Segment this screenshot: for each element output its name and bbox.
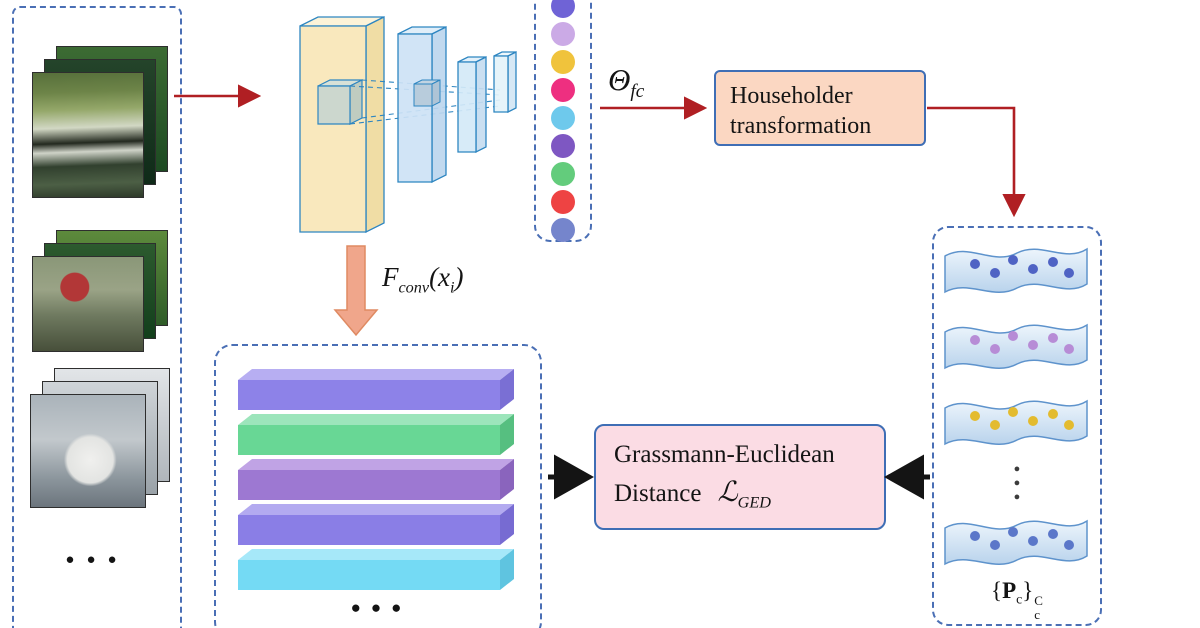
ged-line1: Grassmann-Euclidean: [614, 441, 835, 468]
subspace-manifold-3: [944, 399, 1088, 446]
cnn-input-layer: [299, 15, 385, 234]
class-sample-dots: [970, 331, 1074, 354]
theta-subscript: fc: [630, 81, 645, 103]
subspace-manifold-4: [944, 519, 1088, 566]
ged-line2: Distance ℒGED: [614, 475, 884, 513]
fconv-isub: i: [450, 278, 455, 297]
subspace-ellipsis: ●●●: [1013, 463, 1021, 503]
input-images-panel: ●●●: [12, 6, 182, 628]
feature-bar: [238, 414, 514, 455]
householder-line2: transformation: [730, 113, 872, 139]
feature-dot: [551, 218, 575, 242]
feature-vector-panel: [534, 0, 592, 242]
feature-dot: [551, 134, 575, 158]
feature-dot: [551, 162, 575, 186]
pc-close: }: [1022, 578, 1034, 603]
fconv-block-arrow: [333, 245, 379, 337]
theta-fc-label: Θfc: [608, 62, 644, 103]
feature-dot: [551, 190, 575, 214]
input-photo: [32, 256, 144, 352]
feature-dot: [551, 0, 575, 18]
fconv-open: (x: [429, 262, 451, 292]
subspace-manifold-2: [944, 323, 1088, 370]
fconv-f: F: [382, 262, 399, 292]
feature-dot: [551, 22, 575, 46]
cnn-conv-layer-3: [493, 50, 517, 114]
fconv-sub: conv: [398, 278, 430, 297]
feature-bar: [238, 459, 514, 500]
pc-sub: c: [1034, 606, 1041, 622]
ged-loss-symbol: ℒGED: [717, 477, 771, 512]
subspace-manifold-1: [944, 247, 1088, 294]
feature-bar: [238, 369, 514, 410]
feature-dot: [551, 106, 575, 130]
pc-open: {: [991, 578, 1003, 603]
conv-features-panel: ●●●: [214, 344, 542, 628]
class-sample-dots: [970, 407, 1074, 430]
feature-bars: [238, 369, 514, 590]
pc-p: P: [1002, 578, 1017, 603]
input-ellipsis: ●●●: [65, 552, 129, 568]
householder-transformation-box: Householder transformation: [714, 70, 926, 146]
input-image-stack-2: [32, 230, 172, 356]
input-image-stack-3: [30, 368, 174, 512]
features-ellipsis: ●●●: [350, 598, 412, 617]
class-sample-dots: [970, 527, 1074, 550]
cnn-conv-layer-1: [397, 25, 447, 184]
householder-line1: Householder: [730, 83, 853, 109]
theta-symbol: Θ: [608, 62, 631, 97]
pc-psub: c: [1016, 591, 1023, 607]
ged-distance-word: Distance: [614, 480, 702, 507]
loss-sub: GED: [737, 493, 772, 512]
input-photo: [32, 72, 144, 198]
input-image-stack-1: [32, 46, 172, 202]
conv-kernel-box: [317, 79, 363, 125]
cnn-feature-extractor: [299, 15, 517, 234]
loss-l: ℒ: [717, 477, 738, 508]
feature-dot: [551, 50, 575, 74]
householder-to-subspace-arrow: [927, 106, 1026, 218]
class-sample-dots: [970, 255, 1074, 278]
ged-distance-box: Grassmann-Euclidean Distance ℒGED: [594, 424, 886, 530]
fconv-label: Fconv(xi): [382, 262, 464, 297]
feature-bar: [238, 504, 514, 545]
cnn-conv-layer-2: [457, 55, 487, 154]
feature-dot: [551, 78, 575, 102]
feature-bar: [238, 549, 514, 590]
pc-sup: C: [1034, 593, 1043, 608]
input-photo: [30, 394, 146, 508]
fconv-close: ): [454, 262, 464, 292]
